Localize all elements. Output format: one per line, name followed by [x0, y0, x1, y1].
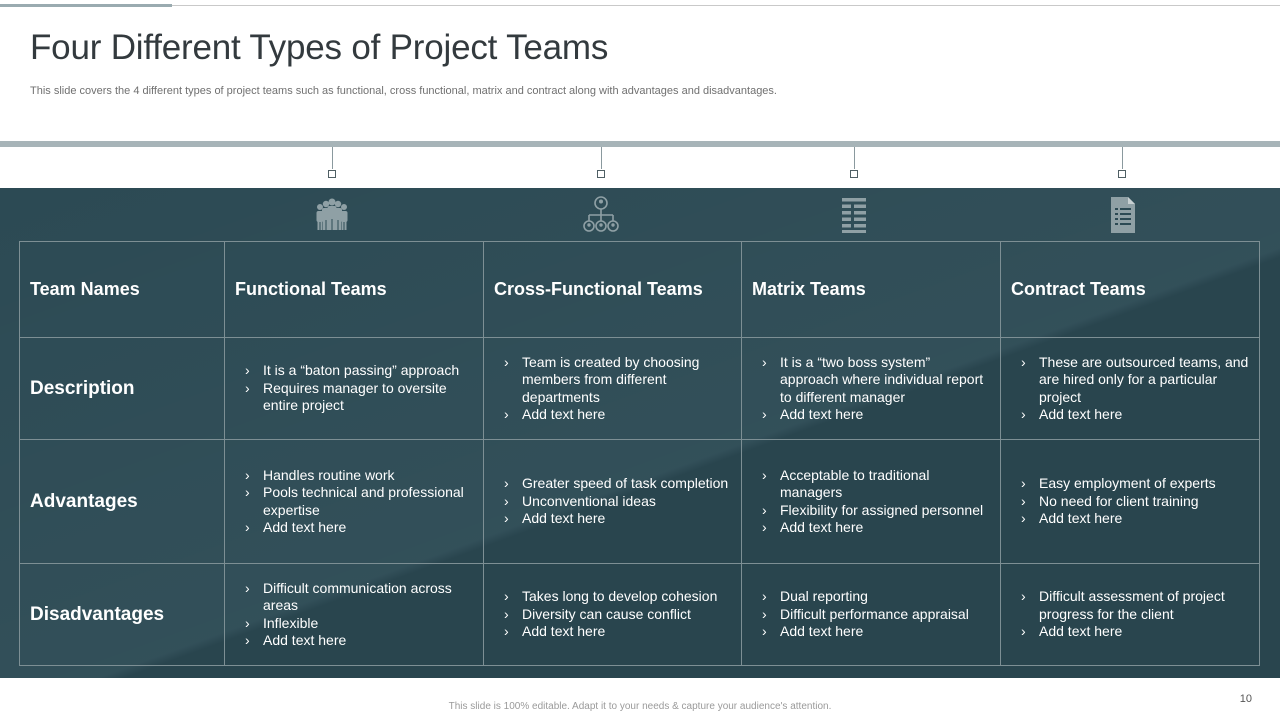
description-cross-functional-cell: Team is created by choosing members from…: [483, 337, 742, 440]
bullet-item: Difficult performance appraisal: [762, 606, 990, 624]
bullet-item: Pools technical and professional experti…: [245, 484, 473, 519]
row-label-disadvantages: Disadvantages: [19, 563, 225, 666]
bullet-item: Handles routine work: [245, 467, 473, 485]
bullet-item: Takes long to develop cohesion: [504, 588, 731, 606]
row-label-description: Description: [19, 337, 225, 440]
team-types-table: Team Names Functional Teams Cross-Functi…: [19, 241, 1260, 666]
bullet-item: Diversity can cause conflict: [504, 606, 731, 624]
header-contract-teams: Contract Teams: [1000, 241, 1260, 338]
advantages-matrix-cell: Acceptable to traditional managers Flexi…: [741, 439, 1001, 564]
page-number: 10: [1239, 693, 1252, 705]
bullet-item: No need for client training: [1021, 493, 1249, 511]
bullet-item: Add text here: [1021, 623, 1249, 641]
disadvantages-matrix-cell: Dual reporting Difficult performance app…: [741, 563, 1001, 666]
table-row-advantages: Advantages Handles routine work Pools te…: [19, 439, 1260, 564]
table-header-row: Team Names Functional Teams Cross-Functi…: [19, 241, 1260, 338]
slide-subtitle: This slide covers the 4 different types …: [30, 85, 777, 97]
header-functional-teams: Functional Teams: [224, 241, 484, 338]
connector-node: [597, 170, 605, 178]
description-matrix-cell: It is a “two boss system” approach where…: [741, 337, 1001, 440]
bullet-item: Add text here: [1021, 406, 1249, 424]
bullet-item: Dual reporting: [762, 588, 990, 606]
bullet-item: Difficult communication across areas: [245, 580, 473, 615]
row-label-advantages: Advantages: [19, 439, 225, 564]
bullet-item: Add text here: [504, 406, 731, 424]
disadvantages-cross-functional-cell: Takes long to develop cohesion Diversity…: [483, 563, 742, 666]
bullet-item: Add text here: [762, 406, 990, 424]
matrix-list-icon: [842, 198, 866, 233]
bullet-item: Unconventional ideas: [504, 493, 731, 511]
bullet-item: Greater speed of task completion: [504, 475, 731, 493]
slide-footer: This slide is 100% editable. Adapt it to…: [448, 701, 832, 712]
bullet-item: Add text here: [504, 510, 731, 528]
connector-line: [332, 147, 333, 169]
header-band: [0, 141, 1280, 147]
header-cross-functional-teams: Cross-Functional Teams: [483, 241, 742, 338]
table-row-disadvantages: Disadvantages Difficult communication ac…: [19, 563, 1260, 666]
team-group-icon: [316, 198, 348, 230]
connector-line: [1122, 147, 1123, 169]
bullet-item: Add text here: [504, 623, 731, 641]
top-rule: [172, 5, 1280, 6]
bullet-item: Flexibility for assigned personnel: [762, 502, 990, 520]
description-contract-cell: These are outsourced teams, and are hire…: [1000, 337, 1260, 440]
header-team-names: Team Names: [19, 241, 225, 338]
connector-line: [601, 147, 602, 169]
bullet-item: Inflexible: [245, 615, 473, 633]
slide-title: Four Different Types of Project Teams: [30, 28, 609, 67]
disadvantages-contract-cell: Difficult assessment of project progress…: [1000, 563, 1260, 666]
bullet-item: Easy employment of experts: [1021, 475, 1249, 493]
bullet-item: These are outsourced teams, and are hire…: [1021, 354, 1249, 407]
advantages-functional-cell: Handles routine work Pools technical and…: [224, 439, 484, 564]
bullet-item: Difficult assessment of project progress…: [1021, 588, 1249, 623]
connector-node: [1118, 170, 1126, 178]
bullet-item: Requires manager to oversite entire proj…: [245, 380, 473, 415]
bullet-item: Acceptable to traditional managers: [762, 467, 990, 502]
description-functional-cell: It is a “baton passing” approach Require…: [224, 337, 484, 440]
contract-document-icon: [1111, 197, 1135, 233]
top-accent-bar: [0, 4, 172, 7]
connector-node: [328, 170, 336, 178]
connector-node: [850, 170, 858, 178]
advantages-cross-functional-cell: Greater speed of task completion Unconve…: [483, 439, 742, 564]
bullet-item: Team is created by choosing members from…: [504, 354, 731, 407]
bullet-item: Add text here: [1021, 510, 1249, 528]
connector-line: [854, 147, 855, 169]
bullet-item: It is a “baton passing” approach: [245, 362, 473, 380]
bullet-item: Add text here: [245, 519, 473, 537]
bullet-item: Add text here: [762, 623, 990, 641]
org-chart-icon: [583, 196, 619, 232]
disadvantages-functional-cell: Difficult communication across areas Inf…: [224, 563, 484, 666]
bullet-item: Add text here: [762, 519, 990, 537]
bullet-item: It is a “two boss system” approach where…: [762, 354, 990, 407]
table-row-description: Description It is a “baton passing” appr…: [19, 337, 1260, 440]
advantages-contract-cell: Easy employment of experts No need for c…: [1000, 439, 1260, 564]
bullet-item: Add text here: [245, 632, 473, 650]
header-matrix-teams: Matrix Teams: [741, 241, 1001, 338]
